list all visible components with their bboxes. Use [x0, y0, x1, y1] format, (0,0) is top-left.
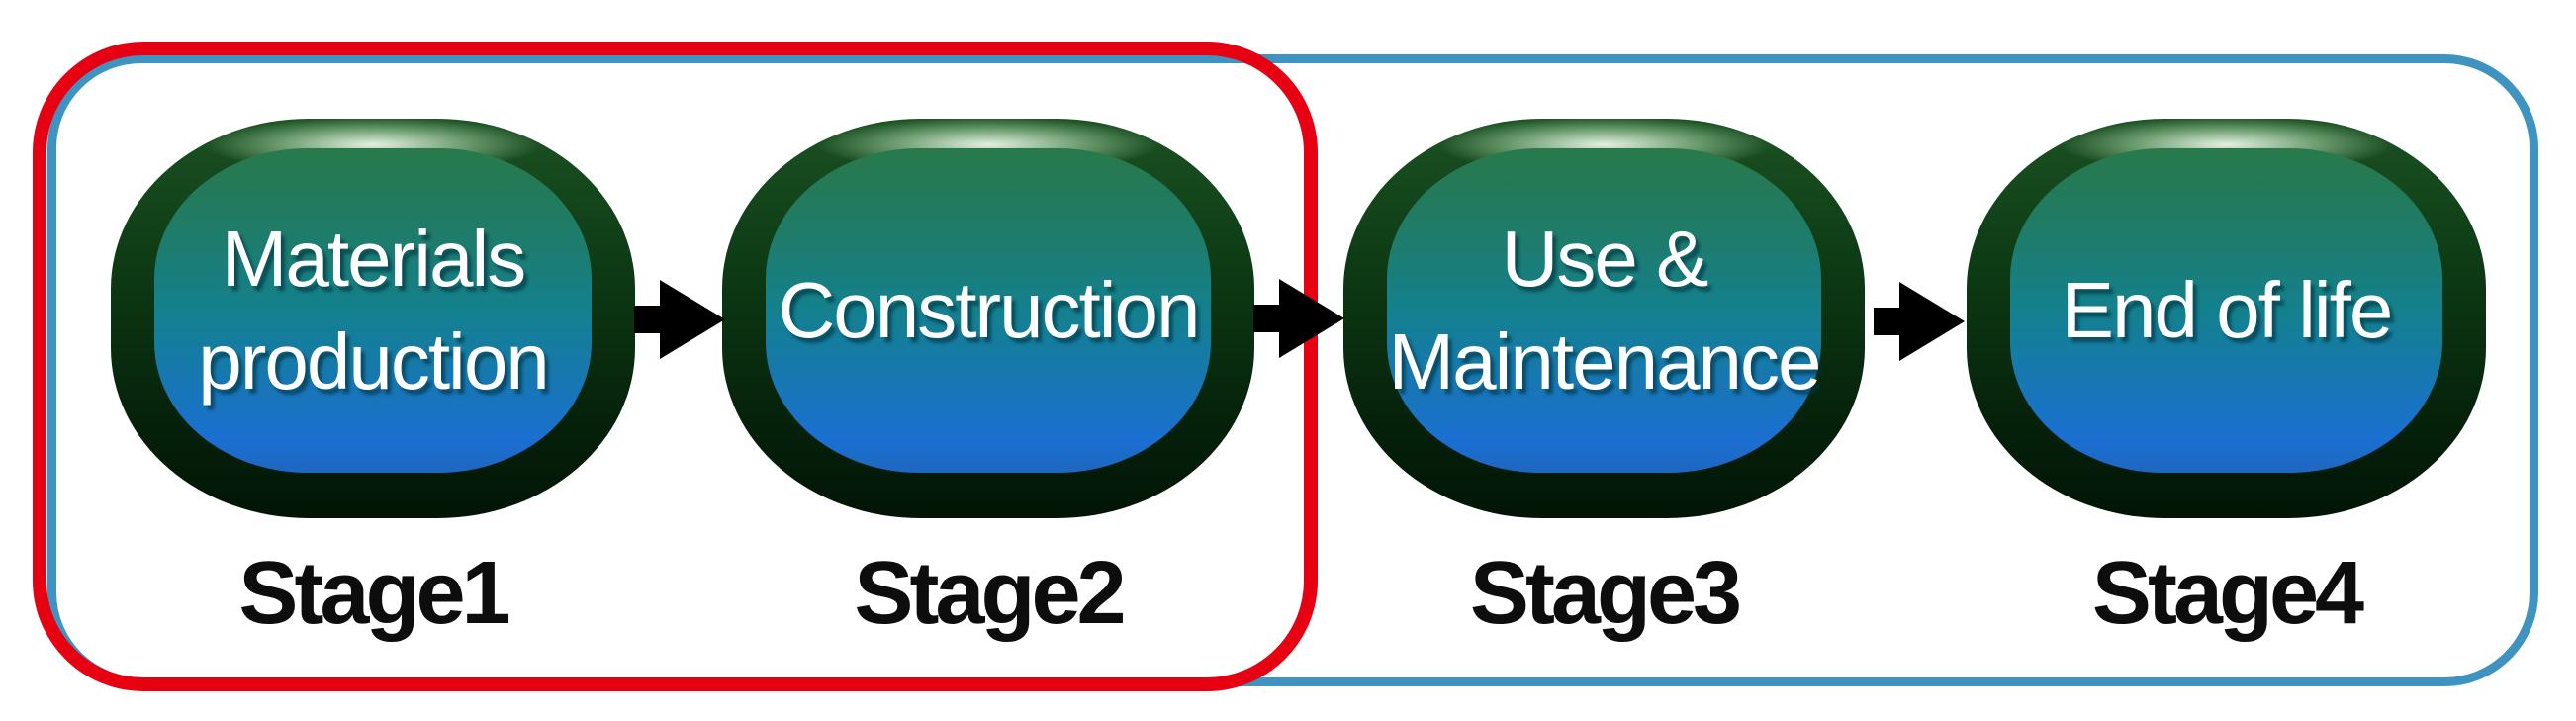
stage1-node-fill: [154, 148, 592, 473]
stage4-line1: End of life: [2061, 266, 2394, 354]
stage3-line1: Use &: [1501, 215, 1709, 303]
all-stages-outline: [47, 54, 2538, 686]
stage2-node-fill: [766, 148, 1211, 473]
stage3-node: Use & Maintenance: [1343, 119, 1865, 518]
stage1-line2: production: [198, 317, 550, 406]
stage1-node: Materials production: [111, 119, 635, 518]
arrow-right-icon: [1253, 277, 1344, 360]
stage4-node-label: End of life: [2006, 144, 2446, 477]
arrow-right-icon: [634, 278, 725, 361]
stage2-node-label: Construction: [762, 144, 1215, 477]
stage2-node: Construction: [722, 119, 1254, 518]
stage3-node-fill: [1387, 148, 1821, 473]
stage3-node-label: Use & Maintenance: [1383, 144, 1825, 477]
stage2-line1: Construction: [778, 266, 1200, 354]
stage4-node-fill: [2010, 148, 2442, 473]
stage1-line1: Materials: [221, 215, 527, 303]
stage4-caption: Stage4: [2091, 544, 2364, 643]
stage1-2-outline: [33, 42, 1318, 691]
arrow-right-icon: [1874, 280, 1965, 363]
stage1-node-label: Materials production: [150, 144, 596, 477]
stage2-caption: Stage2: [854, 544, 1126, 643]
stage4-node: End of life: [1967, 119, 2486, 518]
stage1-caption: Stage1: [238, 544, 510, 643]
stage3-line2: Maintenance: [1388, 317, 1821, 406]
stage3-caption: Stage3: [1469, 544, 1742, 643]
